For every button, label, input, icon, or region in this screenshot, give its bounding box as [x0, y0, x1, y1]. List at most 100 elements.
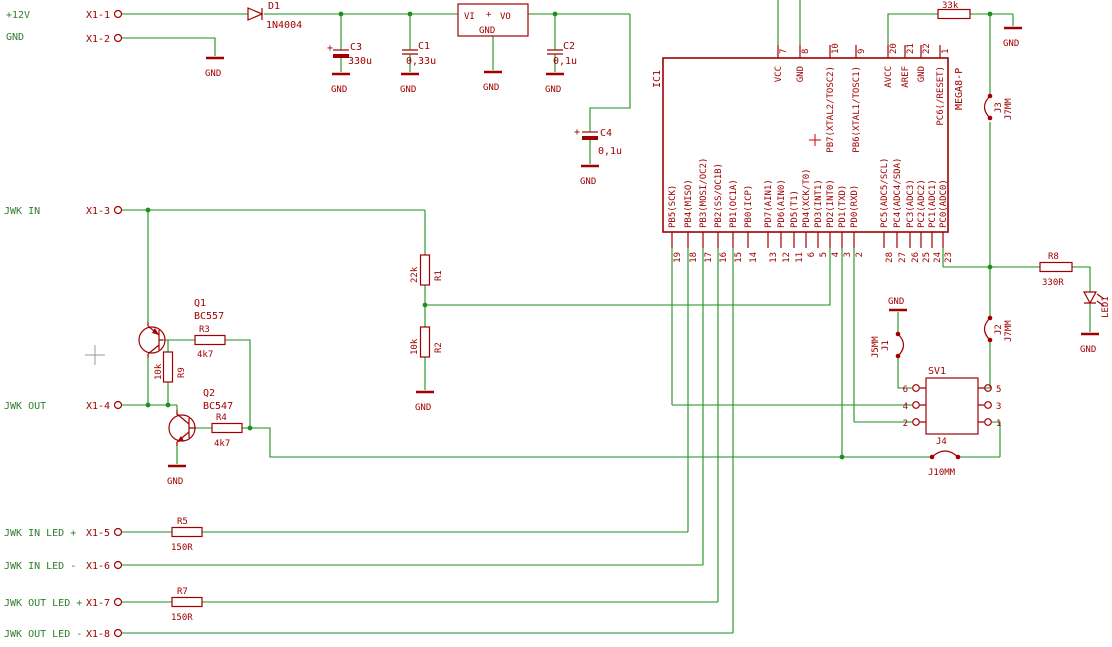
j3-value: J7MM [1004, 98, 1014, 120]
gnd-label: GND [167, 477, 183, 487]
c4-plus: + [574, 127, 580, 138]
regulator-gnd: GND [479, 26, 495, 36]
component-regulator[interactable]: VI + VO GND [457, 3, 529, 37]
component-r2[interactable]: 10k R2 [410, 326, 444, 358]
ic1-pin-num: 22 [922, 43, 932, 54]
r7-value: 150R [171, 613, 193, 623]
ic1-pin-label: PD0(RXD) [850, 185, 860, 228]
gnd-label: GND [205, 69, 221, 79]
sv1-pin-5: 5 [996, 385, 1001, 395]
c2-value: 0,1u [553, 56, 577, 67]
component-c1[interactable]: C1 0,33u [402, 41, 436, 67]
q1-name: Q1 [194, 298, 206, 309]
sv1-pin-4: 4 [903, 402, 908, 412]
c3-name: C3 [350, 42, 362, 53]
r2-value: 10k [410, 338, 420, 355]
ic1-pin-num: 27 [898, 252, 908, 263]
pin-x1-2[interactable] [113, 33, 123, 43]
j4-value: J10MM [928, 468, 956, 478]
pin-x1-3[interactable] [113, 205, 123, 215]
component-j4[interactable]: J4 J10MM [928, 437, 961, 478]
component-ic1[interactable]: IC1 MEGA8-P VCC GND PB7(XTAL2/TOSC2) PB6… [652, 43, 965, 263]
gnd-symbol: GND [483, 70, 502, 93]
component-r5[interactable]: R5 150R [171, 517, 203, 553]
component-c4[interactable]: + C4 0,1u [574, 127, 622, 157]
pin-label-x1-6: X1-6 [86, 561, 110, 572]
capacitor-plate [582, 136, 598, 140]
component-r9[interactable]: 10k R9 [154, 351, 187, 383]
pin-x1-8[interactable] [113, 628, 123, 638]
component-r1[interactable]: 22k R1 [410, 254, 444, 286]
r8-name: R8 [1048, 252, 1059, 262]
pin-x1-4[interactable] [113, 400, 123, 410]
sv1-pad[interactable] [912, 401, 920, 409]
r8-value: 330R [1042, 278, 1064, 288]
wire-sv1-left [671, 248, 912, 423]
component-q1[interactable]: Q1 BC557 [138, 298, 224, 358]
component-r7[interactable]: R7 150R [171, 587, 203, 623]
ic1-pin-label: PC1(ADC1) [928, 179, 938, 228]
capacitor-plate [333, 54, 349, 58]
pin-x1-6[interactable] [113, 560, 123, 570]
component-q2[interactable]: Q2 BC547 [168, 388, 233, 446]
ic1-pin-label: PC5(ADC5/SCL) [880, 158, 890, 228]
component-j1[interactable]: J1 J5MM [871, 331, 905, 359]
j4-name: J4 [936, 437, 947, 447]
wire-power-rail [122, 13, 631, 132]
sv1-pad[interactable] [984, 401, 992, 409]
component-c2[interactable]: C2 0,1u [547, 41, 577, 67]
ic1-pin-label: AVCC [884, 66, 894, 88]
component-r3[interactable]: R3 4k7 [194, 325, 226, 360]
pin-x1-5[interactable] [113, 527, 123, 537]
gnd-label: GND [415, 403, 431, 413]
ic1-pin-num: 8 [801, 49, 811, 54]
component-r4[interactable]: R4 4k7 [211, 413, 243, 449]
component-led1[interactable]: LED1 [1082, 291, 1111, 318]
net-wires[interactable] [122, 0, 1091, 634]
c4-name: C4 [600, 128, 612, 139]
component-r8[interactable]: R8 330R [1039, 252, 1073, 288]
component-j2[interactable]: J2 J7MM [983, 315, 1015, 343]
r5-name: R5 [177, 517, 188, 527]
ic1-pin-label: PC2(ADC2) [917, 179, 927, 228]
q2-value: BC547 [203, 401, 233, 412]
ic1-pin-label: GND [917, 66, 927, 82]
sv1-pad[interactable] [984, 418, 992, 426]
gnd-symbol: GND [1080, 332, 1099, 355]
sv1-pad[interactable] [984, 384, 992, 392]
resistor-body [937, 8, 971, 20]
gnd-symbol: GND [545, 72, 564, 95]
r9-name: R9 [177, 367, 187, 378]
pin-label-x1-4: X1-4 [86, 401, 110, 412]
ic1-pin-stubs-bottom [671, 232, 944, 248]
gnd-symbol: GND [331, 72, 350, 95]
pin-x1-1[interactable] [113, 9, 123, 19]
sv1-pad[interactable] [912, 384, 920, 392]
connector-x1[interactable]: X1-1 X1-2 X1-3 X1-4 X1-5 X1-6 X1-7 X1-8 [86, 9, 123, 640]
junction-dots [145, 11, 993, 460]
wire-jwkin-divider [122, 209, 831, 390]
component-d1[interactable]: D1 1N4004 [247, 1, 302, 31]
component-sv1[interactable]: SV1 6 4 2 5 3 1 [903, 366, 1002, 435]
resistor-body [171, 526, 203, 538]
gnd-symbols: GND GND GND GND GND GND GND GND GND GND … [167, 26, 1099, 487]
transistor-icon [138, 326, 166, 354]
ic1-pin-num: 23 [944, 252, 954, 263]
jumper-arc [931, 450, 959, 458]
ic1-pin-num: 11 [795, 252, 805, 263]
ic1-pin-label: PB7(XTAL2/TOSC2) [826, 66, 836, 153]
ic1-pin-label: PB3(MOSI/OC2) [699, 158, 709, 228]
component-r-reset[interactable]: 33k [937, 1, 971, 20]
net-label-jwk-in: JWK IN [4, 206, 40, 217]
regulator-body [457, 3, 529, 37]
component-c3[interactable]: + C3 330u [327, 42, 372, 67]
sv1-pad[interactable] [912, 418, 920, 426]
r2-name: R2 [434, 342, 444, 353]
pin-x1-7[interactable] [113, 597, 123, 607]
c2-name: C2 [563, 41, 575, 52]
ic1-pin-label: PC0(ADC0) [939, 179, 949, 228]
component-j3[interactable]: J3 J7MM [983, 93, 1015, 121]
ic1-part: MEGA8-P [954, 68, 965, 110]
net-label-jwk-out-led-m: JWK OUT LED - [4, 629, 82, 640]
